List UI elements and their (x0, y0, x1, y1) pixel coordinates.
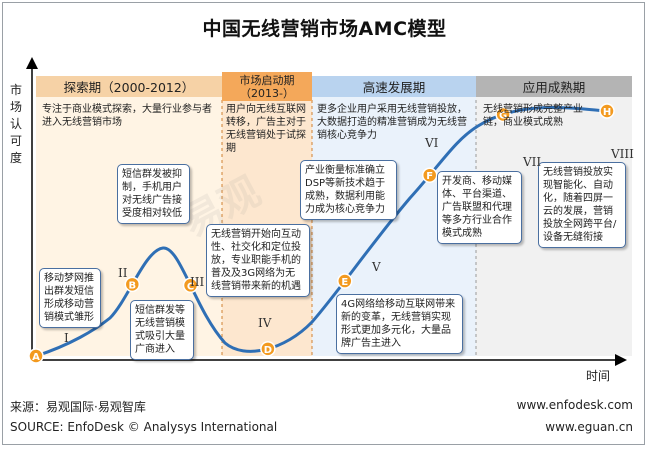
amc-curve (35, 105, 608, 358)
marker-label-a: A (32, 352, 40, 363)
marker-label-h: H (603, 107, 611, 118)
segment-label-5: V (372, 260, 381, 274)
note-a: 移动梦网推出群发短信形成移动营销模式雏形 (39, 268, 101, 328)
chart-title: 中国无线营销市场AMC模型 (202, 18, 447, 40)
segment-label-1: I (64, 331, 69, 345)
phase-header-2: 市场启动期（2013-） (222, 72, 312, 101)
marker-g (495, 106, 511, 123)
note-d: 无线营销开始向互动性、社交化和定位投放，专业职能手机的普及及3G网络为无线营销带… (206, 224, 310, 297)
phase-header-3: 高速发展期 (312, 76, 476, 97)
phase-header-1: 探索期（2000-2012） (36, 76, 222, 97)
segment-label-3: III (190, 275, 205, 289)
note-b: 短信群发等无线营销模式吸引大量广商进入 (130, 300, 194, 360)
phase-desc-2: 用户向无线互联网转移，广告主对于无线营销处于试探期 (226, 104, 306, 154)
segment-label-6: VI (425, 136, 439, 150)
segment-label-4: IV (258, 316, 272, 330)
marker-f (421, 167, 438, 183)
note-e: 4G网络给移动互联网带来新的变革，无线营销实现形式更加多元化，大量品牌广告主进入 (336, 294, 463, 354)
source-cn: 来源：易观国际·易观智库 (10, 400, 146, 414)
phase-band-2 (222, 76, 312, 356)
marker-e (337, 273, 353, 289)
marker-d (260, 341, 276, 357)
marker-label-b: B (128, 280, 136, 291)
marker-label-g: G (499, 110, 507, 121)
source-en: SOURCE: EnfoDesk © Analysys Internationa… (10, 420, 278, 434)
marker-label-e: E (341, 277, 348, 288)
phase-desc-4: 无线营销形成完整产业链，商业模式成熟 (483, 104, 583, 128)
segment-label-7: VII (523, 155, 542, 169)
marker-label-f: F (426, 171, 433, 182)
y-axis-label: 市场认可度 (9, 83, 22, 165)
segment-label-8: VIII (611, 147, 634, 161)
phase-desc-3: 更多企业用户采用无线营销投放，大数据打造的精准营销成为无线营销核心竞争力 (317, 104, 467, 141)
phase-desc-1: 专注于商业模式探索，大量行业参与者进入无线营销市场 (42, 104, 212, 128)
note-f: 产业衡量标准确立DSP等新技术趋于成熟，数据利用能力成为核心竞争力 (300, 160, 397, 220)
url-eguan: www.eguan.cn (545, 420, 633, 434)
marker-label-d: D (264, 345, 272, 356)
segment-label-2: II (118, 266, 128, 280)
note-c: 短信群发被抑制，手机用户对无线广告接受度相对较低 (117, 164, 190, 224)
marker-c (182, 277, 199, 294)
x-axis-label: 时间 (586, 369, 611, 383)
marker-h (599, 103, 615, 119)
phase-header-4: 应用成熟期 (476, 76, 632, 97)
marker-b (124, 276, 141, 293)
note-g: 开发商、移动媒体、平台渠道、广告联盟和代理等多方行业合作模式成熟 (437, 171, 522, 244)
url-enfodesk: www.enfodesk.com (516, 398, 633, 412)
marker-a (28, 348, 44, 364)
chart-frame (2, 2, 645, 445)
note-h: 无线营销投放实现智能化、自动化，随着四屏一云的发展，营销投放全网跨平台/设备无缝… (538, 162, 626, 248)
marker-label-c: C (187, 281, 194, 292)
